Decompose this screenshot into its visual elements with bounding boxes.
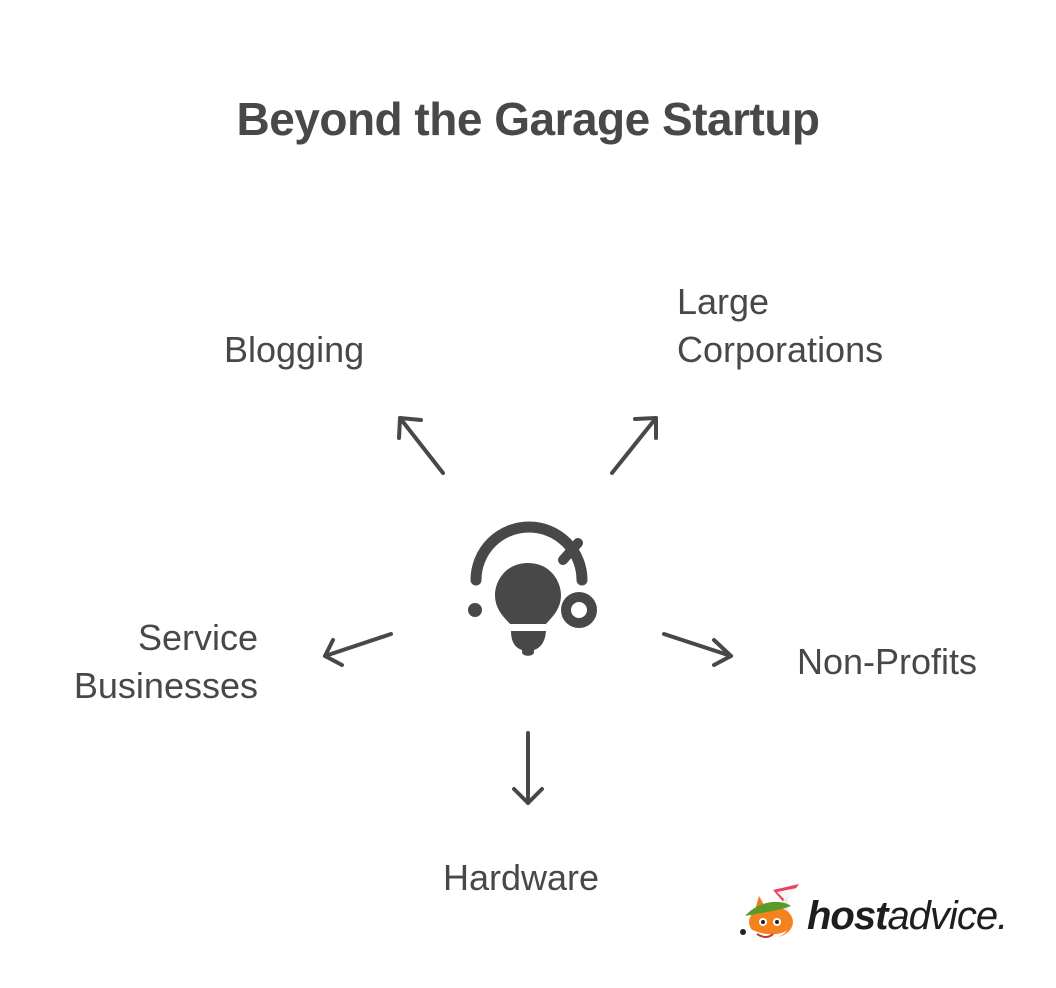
- branch-label: Hardware: [443, 857, 600, 898]
- arrow-to-non-profits: [662, 632, 733, 667]
- logo-wordmark-light: advice.: [887, 894, 1008, 938]
- arrow-to-large-corporations: [610, 416, 658, 475]
- arrow-to-blogging: [397, 416, 445, 475]
- lightbulb-idea-icon: [468, 521, 597, 656]
- branch-label: Blogging: [224, 329, 365, 370]
- branch-label: Large: [677, 281, 770, 322]
- branch-non-profits: Non-Profits: [797, 638, 977, 686]
- branch-label: Businesses: [73, 665, 258, 706]
- branch-label: Service: [137, 617, 258, 658]
- branch-hardware: Hardware: [443, 854, 599, 902]
- branch-service-businesses: Service Businesses: [74, 614, 258, 710]
- branch-label: Non-Profits: [797, 641, 978, 682]
- page-title: Beyond the Garage Startup: [236, 93, 820, 145]
- branch-blogging: Blogging: [224, 326, 364, 374]
- arrow-to-hardware: [512, 731, 544, 805]
- branch-label: Corporations: [677, 329, 884, 370]
- branch-large-corporations: Large Corporations: [677, 278, 883, 374]
- logo-wordmark: hostadvice.: [807, 894, 1008, 939]
- logo-wordmark-bold: host: [807, 894, 888, 938]
- fox-mascot-icon: [740, 884, 799, 939]
- hostadvice-logo: hostadvice.: [737, 882, 1017, 948]
- arrow-to-service-businesses: [323, 632, 393, 667]
